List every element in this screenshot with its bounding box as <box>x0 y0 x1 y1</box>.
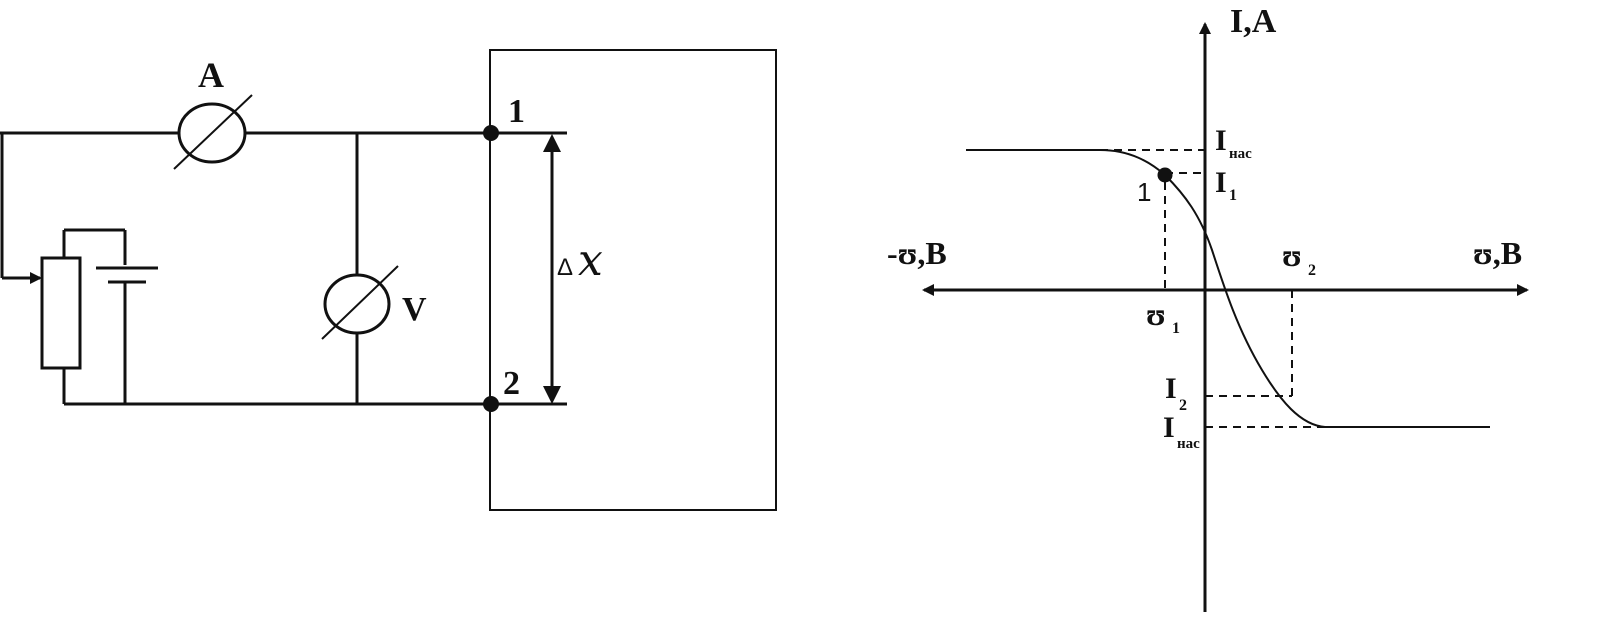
svg-text:I: I <box>1215 166 1227 199</box>
svg-text:2: 2 <box>1308 262 1316 279</box>
svg-text:1: 1 <box>1172 320 1180 337</box>
svg-text:ʊ: ʊ <box>1146 296 1166 332</box>
battery-icon <box>96 230 158 404</box>
voltmeter-icon <box>321 265 399 340</box>
svg-text:нас: нас <box>1177 436 1200 452</box>
y-axis-label: I,A <box>1230 3 1277 40</box>
i-sat-bottom-label: I нас <box>1163 411 1200 452</box>
i1-label: I 1 <box>1215 166 1237 204</box>
x-axis-positive-label: ʊ,B <box>1473 235 1522 271</box>
svg-text:I: I <box>1163 411 1175 444</box>
voltmeter-label: V <box>402 291 427 328</box>
operating-point-1-label: 1 <box>1137 177 1151 207</box>
svg-text:1: 1 <box>1229 187 1237 204</box>
terminal-2-label: 2 <box>503 365 520 402</box>
i2-label: I 2 <box>1165 372 1187 414</box>
terminal-1-label: 1 <box>508 93 525 130</box>
svg-text:I: I <box>1215 124 1227 157</box>
distance-x-label: 𝑥 <box>578 235 603 286</box>
sample-box <box>489 49 777 511</box>
ammeter-label: A <box>198 55 224 95</box>
circuit-diagram: A V 1 2 Δ 𝑥 <box>0 49 777 511</box>
svg-text:нас: нас <box>1229 146 1252 162</box>
u1-label: ʊ 1 <box>1146 296 1180 337</box>
ammeter-icon <box>173 94 253 170</box>
iv-curve <box>966 149 1490 428</box>
distance-arrow-top <box>543 134 561 152</box>
x-axis-negative-label: -ʊ,B <box>887 235 947 271</box>
rheostat-icon <box>40 256 82 370</box>
u2-label: ʊ 2 <box>1282 237 1316 279</box>
svg-text:ʊ: ʊ <box>1282 237 1302 273</box>
delta-symbol: Δ <box>557 254 573 281</box>
svg-text:2: 2 <box>1179 397 1187 414</box>
i-sat-top-label: I нас <box>1215 124 1252 162</box>
svg-text:I: I <box>1165 372 1177 405</box>
iv-graph: I,A ʊ,B -ʊ,B 1 I нас I 1 I 2 I нас <box>887 3 1529 612</box>
operating-point-1 <box>1157 167 1173 183</box>
distance-arrow-bottom <box>543 386 561 404</box>
